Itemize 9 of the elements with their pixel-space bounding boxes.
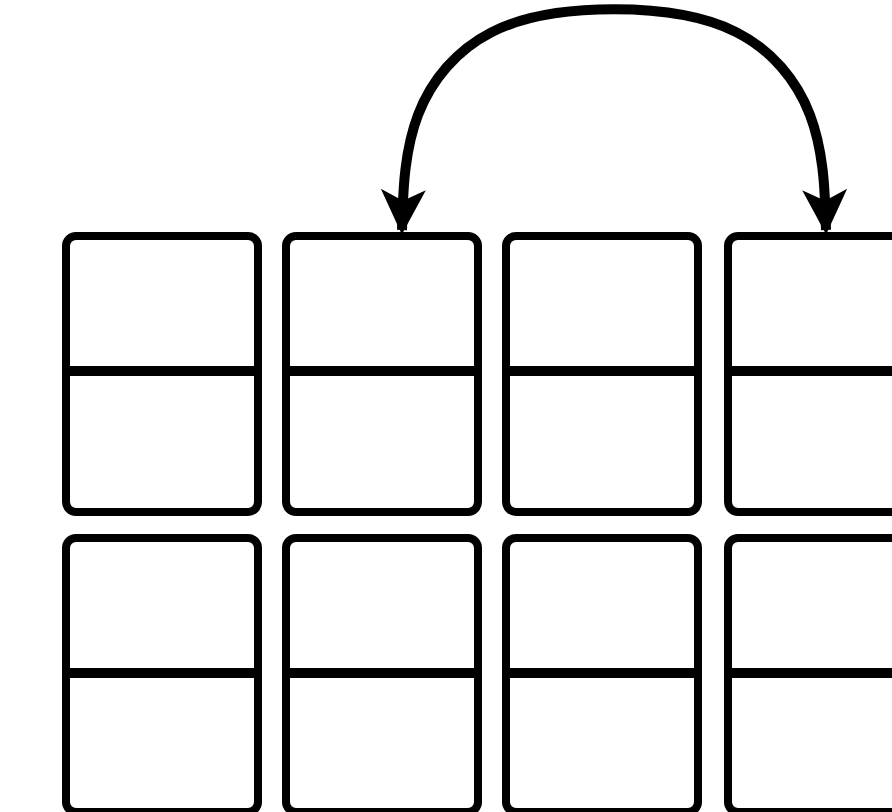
curved-double-arrow bbox=[380, 4, 848, 235]
divided-box bbox=[282, 232, 482, 516]
divided-box bbox=[502, 232, 702, 516]
divided-box bbox=[502, 534, 702, 812]
divided-box bbox=[724, 232, 892, 516]
divided-box bbox=[724, 534, 892, 812]
divided-box bbox=[62, 232, 262, 516]
divided-box bbox=[282, 534, 482, 812]
divided-box bbox=[62, 534, 262, 812]
